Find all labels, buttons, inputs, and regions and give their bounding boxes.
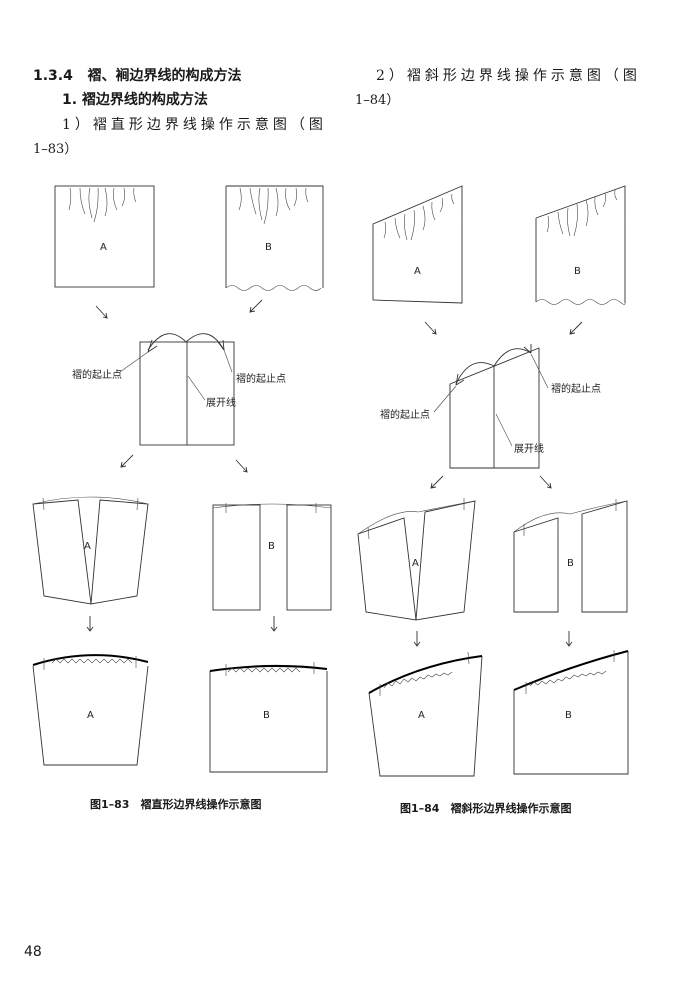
fig83-row3-a: A	[32, 496, 149, 605]
item2-line2: 1–84）	[355, 93, 400, 108]
subsection-heading: 1. 褶边界线的构成方法	[62, 92, 208, 108]
fig84-arrow-5	[413, 631, 421, 647]
fig83-top-a-label: A	[100, 242, 107, 253]
fig84-arrow-6	[565, 631, 573, 647]
fig84-arrow-3	[430, 475, 444, 489]
section-number: 1.3.4	[33, 68, 73, 84]
item1-line2: 1–83）	[33, 142, 78, 157]
fig84-start-stop-right: 褶的起止点	[551, 382, 601, 395]
fig83-top-b: B	[225, 185, 324, 291]
fig84-bottom-a-label: A	[418, 710, 425, 721]
fig84-row3-b-label: B	[567, 558, 574, 569]
fig83-arrow-3	[120, 454, 134, 468]
fig84-bottom-b-label: B	[565, 710, 572, 721]
fig83-bottom-a-label: A	[87, 710, 94, 721]
fig83-bottom-a: A	[32, 654, 149, 766]
section-heading: 1.3.4 褶、裥边界线的构成方法	[33, 65, 242, 85]
fig83-row3-b: B	[212, 503, 332, 611]
fig83-start-stop-left: 褶的起止点	[72, 368, 122, 381]
fig84-arrow-1	[424, 321, 437, 335]
page-number: 48	[24, 944, 42, 960]
fig84-top-a-label: A	[414, 266, 421, 277]
fig84-middle-combined: 褶的起止点 褶的起止点 展开线	[380, 344, 601, 469]
fig83-arrow-5	[86, 616, 94, 632]
fig83-arrow-2	[249, 299, 263, 313]
fig83-start-stop-right: 褶的起止点	[236, 372, 286, 385]
fig83-spread-line: 展开线	[206, 396, 236, 409]
fig84-arrow-4	[539, 475, 552, 489]
fig83-caption: 图1–83 褶直形边界线操作示意图	[90, 798, 262, 811]
fig84-row3-b: B	[513, 499, 628, 613]
fig83-arrow-6	[270, 616, 278, 632]
fig84-bottom-b: B	[513, 650, 629, 775]
fig83-arrow-4	[235, 459, 248, 473]
fig83-bottom-b-label: B	[263, 710, 270, 721]
fig83-arrow-1	[95, 305, 108, 319]
fig84-row3-a-label: A	[412, 558, 419, 569]
fig83-top-b-label: B	[265, 242, 272, 253]
fig84-spread-line: 展开线	[514, 442, 544, 455]
item2-line1: 2）褶斜形边界线操作示意图（图	[376, 68, 641, 84]
fig83-top-a: A	[54, 185, 155, 288]
fig84-top-b: B	[535, 185, 626, 305]
fig84-bottom-a: A	[368, 651, 483, 777]
fig83-middle-combined: 褶的起止点 褶的起止点 展开线	[72, 333, 286, 446]
fig83-row3-a-label: A	[84, 541, 91, 552]
fig84-caption: 图1–84 褶斜形边界线操作示意图	[400, 802, 572, 815]
fig83-row3-b-label: B	[268, 541, 275, 552]
fig84-top-a: A	[372, 185, 463, 304]
fig83-bottom-b: B	[209, 662, 328, 773]
fig84-start-stop-left: 褶的起止点	[380, 408, 430, 421]
fig84-arrow-2	[569, 321, 583, 335]
item1-line1: 1）褶直形边界线操作示意图（图	[62, 117, 327, 133]
fig84-row3-a: A	[357, 498, 476, 621]
fig84-top-b-label: B	[574, 266, 581, 277]
section-title: 褶、裥边界线的构成方法	[87, 68, 242, 84]
